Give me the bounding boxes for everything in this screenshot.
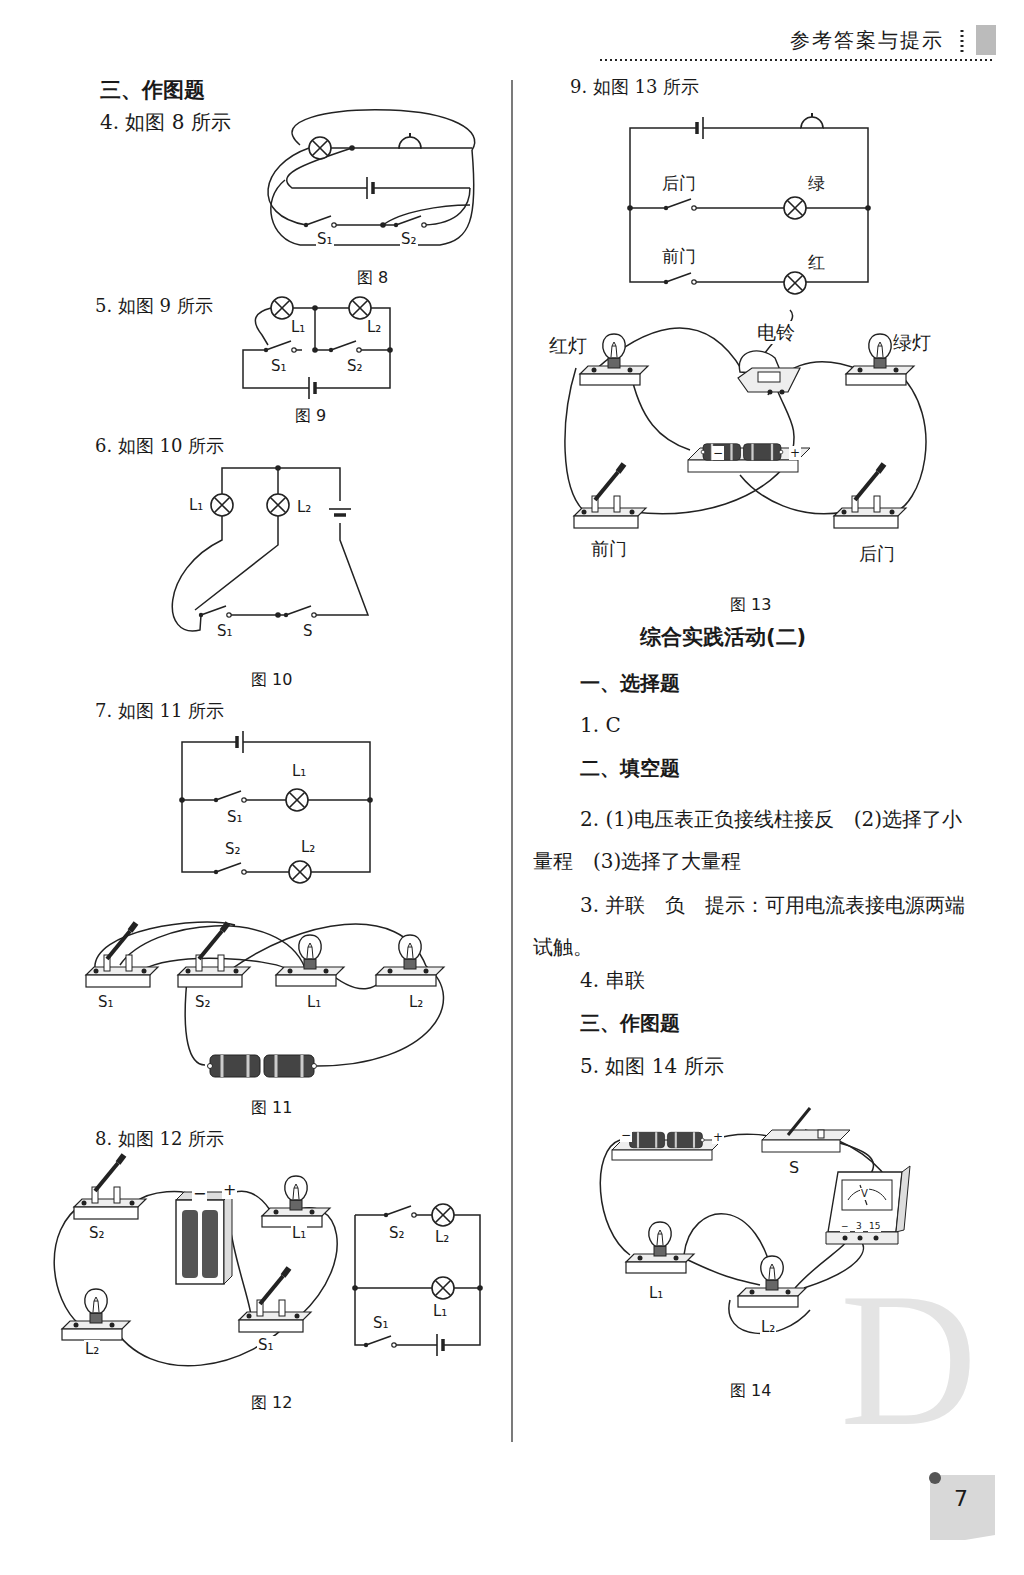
circuit-label: 前门 — [590, 538, 628, 560]
circuit-label: L₁ — [291, 762, 307, 780]
circuit-label: L₁ — [306, 993, 322, 1011]
circuit-label: L₂ — [296, 498, 312, 516]
circuit-label: + — [222, 1180, 237, 1199]
page-header: 参考答案与提示 — [790, 28, 944, 52]
circuit-label: + — [789, 446, 801, 460]
answer-text: 5. 如图 9 所示 — [95, 295, 213, 317]
answer-text: 9. 如图 13 所示 — [570, 76, 699, 98]
circuit-label: S₁ — [226, 808, 244, 826]
section-heading: 一、选择题 — [580, 671, 680, 695]
circuit-label: S₁ — [316, 230, 334, 248]
answer-text: 4. 如图 8 所示 — [100, 110, 231, 134]
answer-text: 6. 如图 10 所示 — [95, 435, 224, 457]
circuit-label: 后门 — [858, 543, 896, 565]
circuit-label: S₂ — [346, 357, 364, 375]
circuit-label: L₁ — [291, 1224, 307, 1242]
figure-caption: 图 10 — [250, 670, 293, 689]
circuit-label: 绿 — [807, 173, 826, 193]
circuit-label: − — [840, 1221, 850, 1232]
circuit-label: − — [192, 1184, 207, 1203]
circuit-label: 红 — [807, 252, 826, 272]
watermark: D — [840, 1265, 977, 1455]
figure-caption: 图 12 — [250, 1393, 293, 1412]
circuit-label: S₁ — [216, 622, 234, 640]
answer-text: 4. 串联 — [580, 968, 645, 992]
section-heading: 二、填空题 — [580, 756, 680, 780]
circuit-label: S₂ — [88, 1224, 106, 1242]
figure-caption: 图 13 — [729, 595, 772, 614]
circuit-label: S₁ — [372, 1314, 390, 1332]
circuit-label: S₂ — [194, 993, 212, 1011]
circuit-label: L₂ — [434, 1228, 450, 1246]
circuit-label: L₁ — [188, 496, 204, 514]
circuit-label: S₁ — [97, 993, 115, 1011]
circuit-label: 红灯 — [548, 334, 588, 357]
circuit-label: 后门 — [661, 173, 697, 193]
section-heading: 三、作图题 — [100, 78, 205, 103]
circuit-label: L₂ — [84, 1340, 100, 1358]
circuit-label: − — [712, 446, 724, 460]
circuit-label: L₂ — [300, 838, 316, 856]
circuit-label: 电铃 — [756, 321, 796, 344]
circuit-label: L₂ — [408, 993, 424, 1011]
answer-text: 2. (1)电压表正负接线柱接反 (2)选择了小量程 (3)选择了大量程 — [533, 798, 970, 882]
section-heading: 综合实践活动(二) — [640, 625, 806, 650]
answer-text: 8. 如图 12 所示 — [95, 1128, 224, 1150]
figure-caption: 图 8 — [356, 268, 389, 287]
circuit-label: L₂ — [366, 318, 382, 336]
circuit-label: 前门 — [661, 246, 697, 266]
answer-text: 7. 如图 11 所示 — [95, 700, 224, 722]
circuit-label: S — [302, 622, 314, 640]
circuit-label: + — [712, 1130, 724, 1144]
circuit-label: S₁ — [270, 357, 288, 375]
figure-caption: 图 9 — [294, 406, 327, 425]
answer-text: 1. C — [580, 713, 621, 737]
circuit-label: V — [860, 1188, 869, 1200]
figure-caption: 图 11 — [250, 1098, 293, 1117]
circuit-label: S₂ — [224, 840, 242, 858]
answer-text: 3. 并联 负 提示：可用电流表接电源两端试触。 — [533, 884, 970, 968]
circuit-label: L₂ — [760, 1318, 776, 1336]
figure-caption: 图 14 — [729, 1381, 772, 1400]
circuit-label: S₁ — [257, 1336, 275, 1354]
circuit-label: L₁ — [648, 1284, 664, 1302]
section-heading: 三、作图题 — [580, 1011, 680, 1035]
circuit-label: S₂ — [400, 230, 418, 248]
circuit-label: S — [788, 1158, 800, 1177]
page-number: 7 — [954, 1486, 968, 1512]
circuit-label: S₂ — [388, 1224, 406, 1242]
circuit-label: 3 — [855, 1221, 863, 1232]
circuit-label: 绿灯 — [892, 331, 932, 354]
answer-text: 5. 如图 14 所示 — [580, 1054, 724, 1078]
circuit-label: L₁ — [290, 318, 306, 336]
circuit-label: L₁ — [432, 1302, 448, 1320]
circuit-label: 15 — [868, 1221, 881, 1232]
circuit-label: − — [620, 1128, 632, 1142]
